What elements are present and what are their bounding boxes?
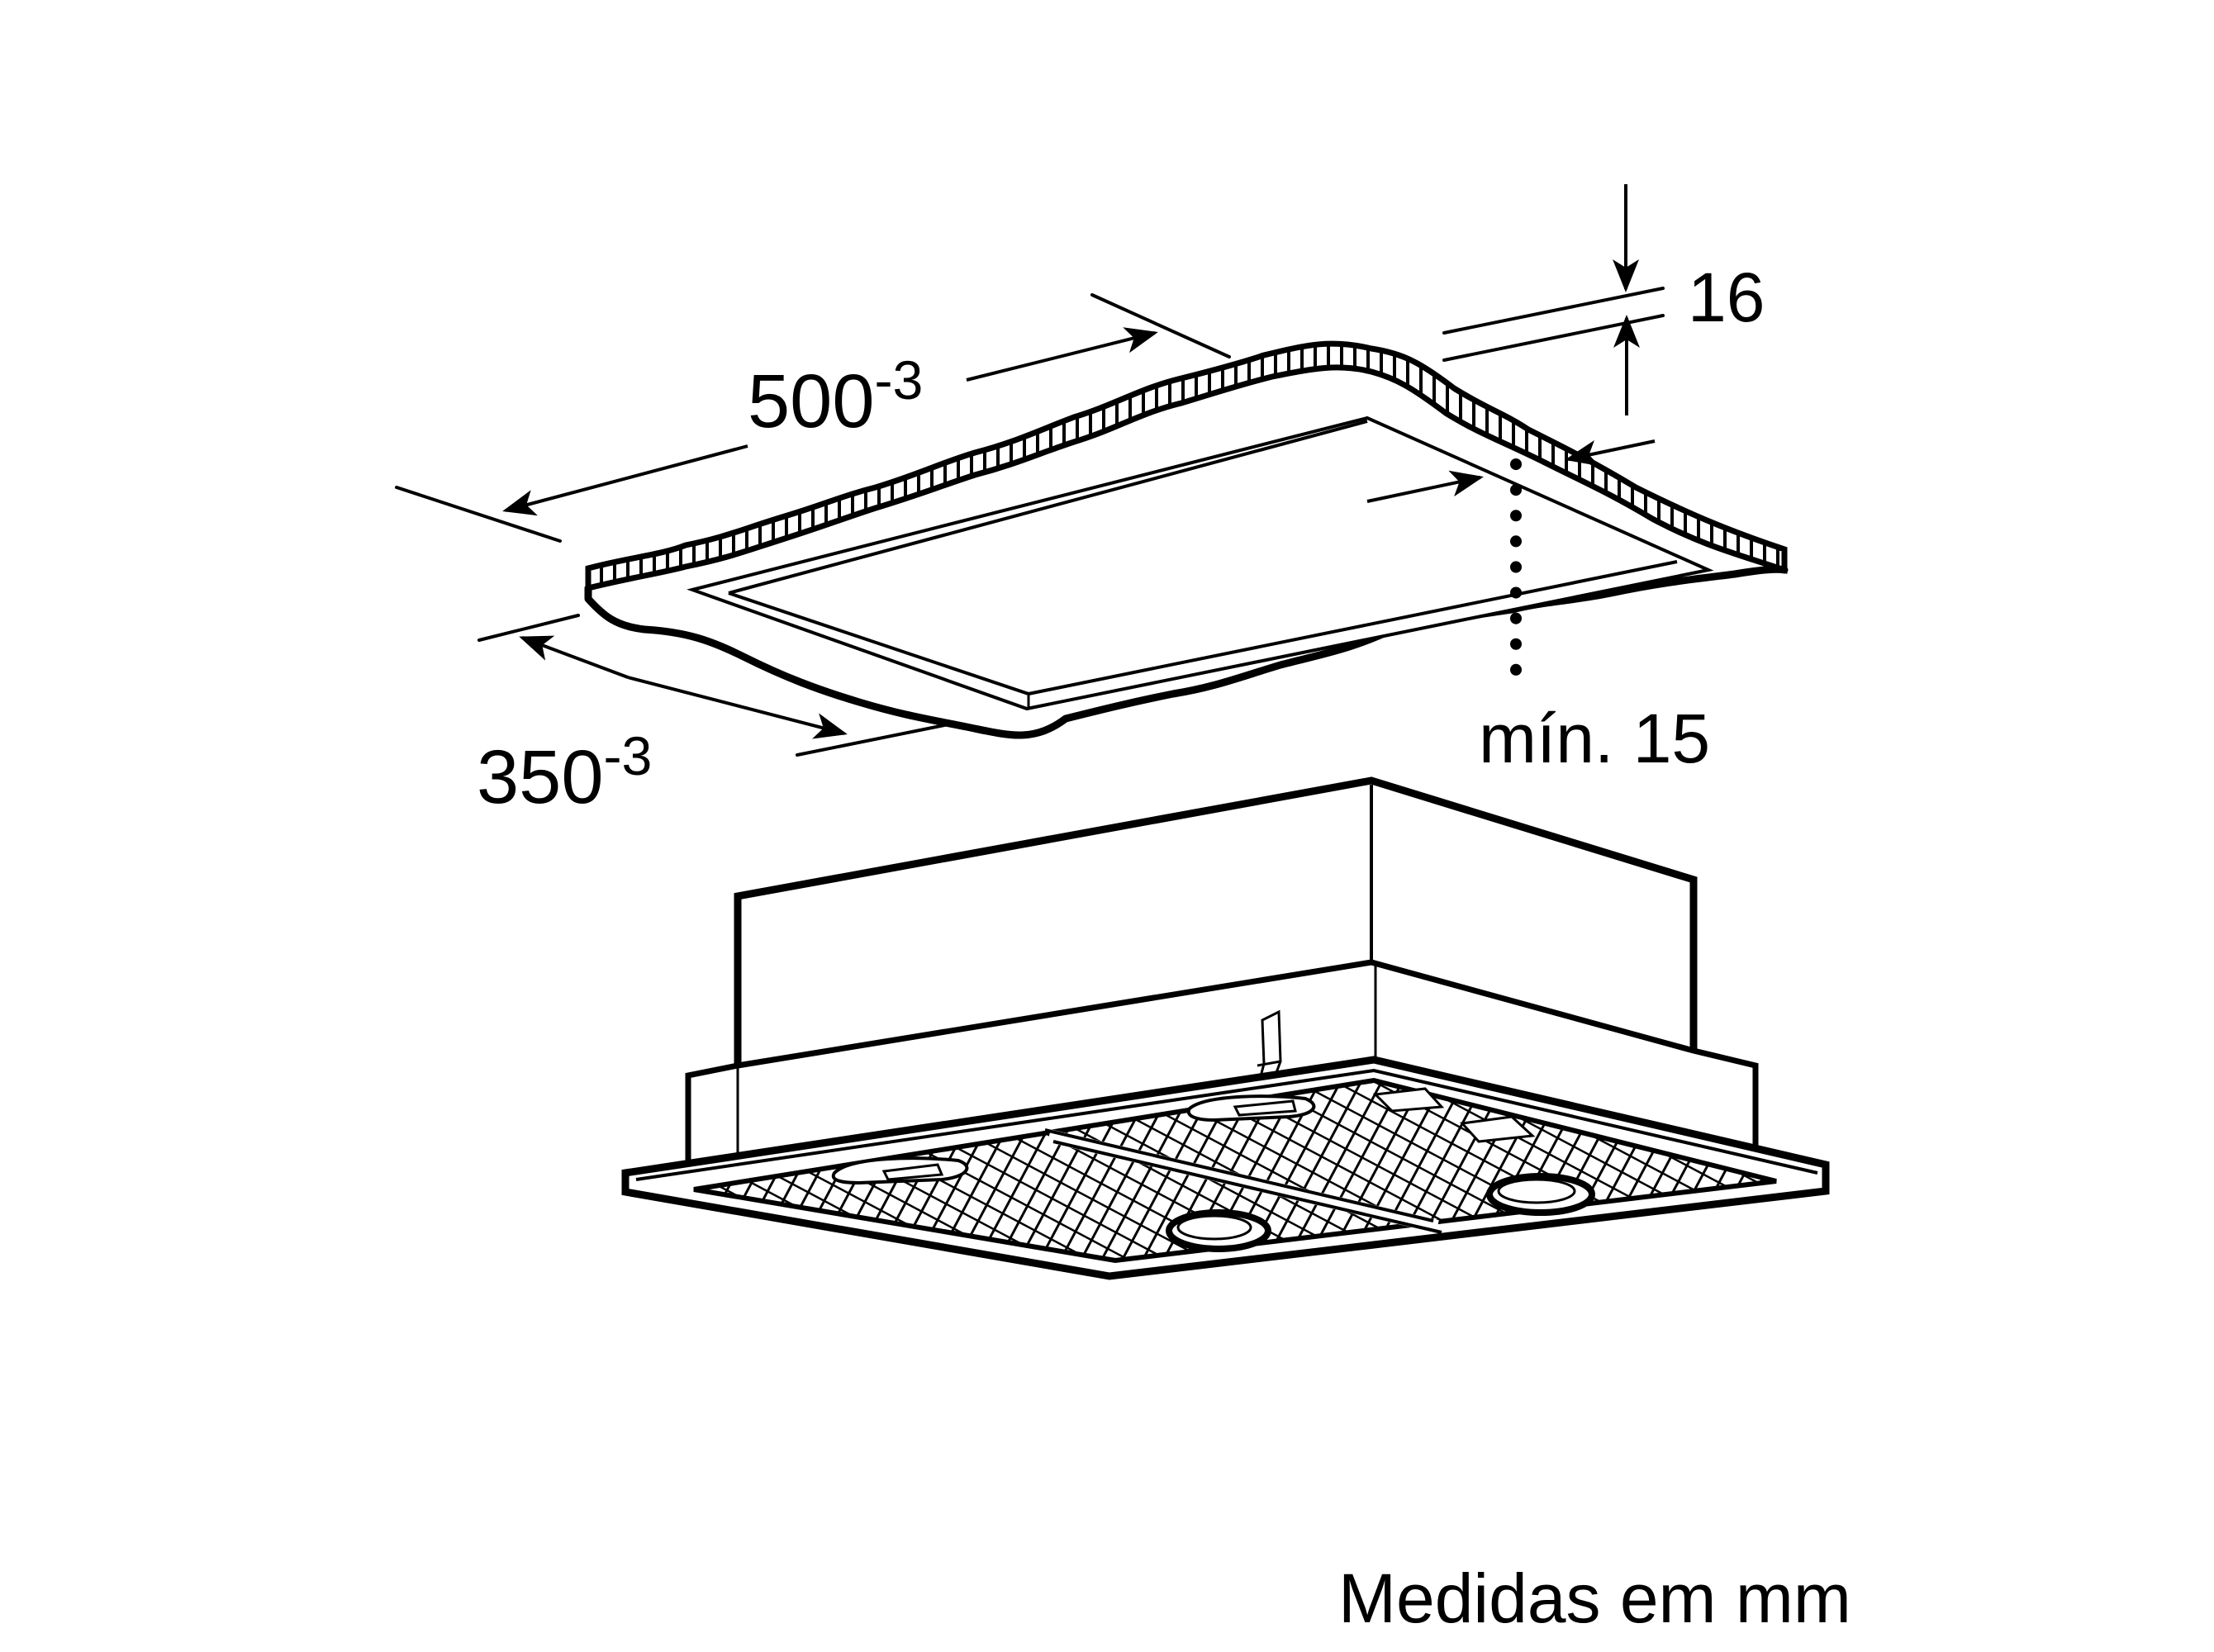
dimension-label-min-15: mín. 15	[1479, 700, 1711, 777]
filter-handle-left	[831, 1156, 969, 1185]
dimension-500	[395, 293, 1231, 543]
lamp-right	[1486, 1173, 1595, 1216]
dimension-label-350: 350-3	[477, 729, 652, 815]
units-note: Medidas em mm	[1338, 1559, 1851, 1637]
dimension-min-15	[1366, 439, 1656, 691]
dimension-value: 500	[748, 359, 875, 444]
light-window-2	[1459, 1115, 1536, 1143]
lamp-left	[1166, 1209, 1271, 1252]
dimension-label-16: 16	[1688, 259, 1765, 336]
dimension-tolerance: -3	[874, 350, 924, 412]
dimension-16	[1442, 184, 1665, 415]
panel-outline	[584, 565, 1789, 739]
dimension-label-500: 500-3	[748, 354, 923, 439]
dimension-tolerance: -3	[603, 726, 653, 788]
hood-module	[621, 776, 1830, 1280]
light-window-1	[1372, 1087, 1445, 1113]
filter-handle-right	[1186, 1094, 1316, 1123]
filter-divider	[1048, 1129, 1439, 1233]
dimension-value: 350	[477, 735, 604, 819]
dimension-350	[477, 614, 950, 757]
